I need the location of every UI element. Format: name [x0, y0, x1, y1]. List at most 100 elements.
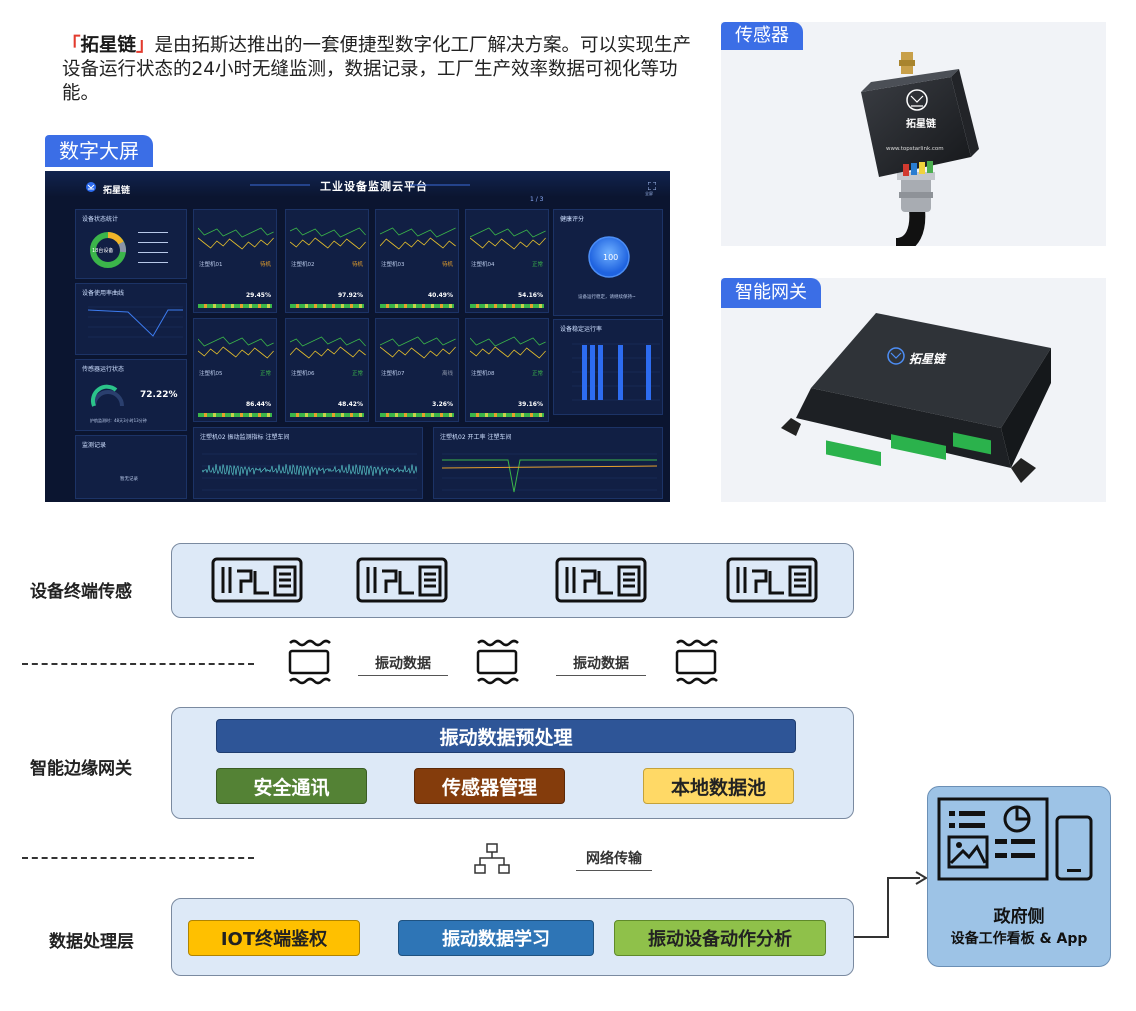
machine-status-stripe [290, 413, 364, 417]
page-indicator[interactable]: 1 / 3 [530, 196, 544, 203]
layer-device-terminal-label: 设备终端传感 [30, 582, 132, 602]
machine-rate: 40.49% [428, 292, 453, 299]
machine-card[interactable]: 注塑机07 离线 3.26% [375, 318, 459, 422]
machine-card[interactable]: 注塑机03 待机 40.49% [375, 209, 459, 313]
brand-name: 拓星链 [80, 35, 137, 56]
gov-subtitle: 设备工作看板 & App [950, 931, 1088, 947]
machine-status: 待机 [351, 262, 363, 268]
machine-trend-chart [380, 336, 456, 359]
panel-device-status: 设备状态统计 18台设备 [75, 209, 187, 279]
status-donut [90, 232, 127, 268]
stable-bar [646, 345, 651, 400]
machine-status: 正常 [531, 371, 543, 377]
panel-title: 监测记录 [82, 442, 107, 449]
machine-card[interactable]: 注塑机08 正常 39.16% [465, 318, 549, 422]
layer-edge-gateway-label: 智能边缘网关 [30, 759, 132, 779]
machine-status-stripe [470, 304, 544, 308]
tag-gateway: 智能网关 [721, 278, 821, 308]
vibration-sensor-icon [286, 637, 332, 691]
industrial-machine-icon [356, 557, 448, 607]
vibration-data-label-2: 振动数据 [556, 653, 646, 676]
machine-rate: 3.26% [432, 401, 453, 408]
dashboard-title: 工业设备监测云平台 [320, 180, 428, 193]
network-icon [474, 843, 510, 874]
machine-name: 注塑机03 [381, 262, 405, 268]
panel-title: 传感器运行状态 [82, 366, 125, 373]
panel-stable-rate: 设备稳定运行率 [553, 319, 663, 415]
dashed-separator [22, 857, 254, 859]
health-score: 100 [603, 253, 619, 262]
machine-name: 注塑机08 [471, 371, 495, 377]
machine-name: 注塑机07 [381, 371, 405, 377]
machine-trend-chart [380, 227, 456, 250]
machine-name: 注塑机01 [199, 262, 223, 268]
sensor-rate: 72.22% [140, 390, 178, 400]
intro-paragraph: 「拓星链」是由拓斯达推出的一套便捷型数字化工厂解决方案。可以实现生产设备运行状态… [62, 34, 702, 106]
tag-digital-screen: 数字大屏 [45, 135, 153, 167]
dashed-separator [22, 663, 254, 665]
machine-status: 待机 [441, 262, 453, 268]
machine-rate: 39.16% [518, 401, 543, 408]
machine-status: 待机 [259, 262, 271, 268]
stable-bar [582, 345, 587, 400]
panel-usage-curve: 设备使用率曲线 [75, 283, 187, 355]
machine-rate: 29.45% [246, 292, 271, 299]
usage-line-chart [88, 306, 183, 338]
stable-bar-chart [572, 343, 660, 401]
machine-card[interactable]: 注塑机01 待机 29.45% [193, 209, 277, 313]
tag-sensor: 传感器 [721, 22, 803, 50]
health-note: 设备运行稳定，请继续保持~ [578, 295, 636, 300]
machine-rate: 97.92% [338, 292, 363, 299]
machine-trend-chart [198, 336, 274, 359]
gov-title: 政府侧 [993, 907, 1045, 927]
sensor-management-block: 传感器管理 [414, 768, 565, 804]
machine-trend-chart [470, 336, 546, 359]
panel-title: 设备稳定运行率 [560, 326, 603, 333]
machine-trend-chart [470, 227, 546, 250]
vibration-data-label-1: 振动数据 [358, 653, 448, 676]
fullscreen-icon[interactable] [648, 182, 656, 190]
status-center-label: 18台设备 [92, 248, 114, 254]
industrial-machine-icon [726, 557, 818, 607]
panel-title: 设备状态统计 [82, 216, 119, 223]
machine-name: 注塑机05 [199, 371, 223, 377]
panel-title: 健康评分 [560, 216, 585, 223]
intro-text: 是由拓斯达推出的一套便捷型数字化工厂解决方案。可以实现生产设备运行状态的24小时… [62, 35, 692, 104]
status-legend [138, 232, 168, 263]
local-data-pool-block: 本地数据池 [643, 768, 794, 804]
brand-bracket-open: 「 [62, 35, 81, 56]
sensor-photo: 拓星链 www.topstarlink.com [721, 22, 1106, 246]
network-transfer-label: 网络传输 [576, 848, 652, 871]
cycle-chart [442, 453, 657, 493]
iot-auth-block: IOT终端鉴权 [188, 920, 360, 956]
vibration-sensor-icon [474, 637, 520, 691]
stable-bar [590, 345, 595, 400]
gateway-photo: 拓星链 [721, 278, 1106, 502]
machine-status-stripe [470, 413, 544, 417]
machine-status-stripe [198, 304, 272, 308]
gateway-device-image [781, 313, 1051, 483]
machine-status: 离线 [441, 371, 453, 377]
industrial-machine-icon [555, 557, 647, 607]
title-decoration [250, 184, 470, 186]
machine-status: 正常 [531, 262, 543, 268]
machine-status-stripe [198, 413, 272, 417]
panel-cycle-rate: 注塑机02 开工率 注塑车间 [433, 427, 663, 499]
health-score-circle [588, 236, 630, 278]
vibration-sensor-icon [673, 637, 719, 691]
sensor-device-image [861, 52, 979, 246]
preprocess-block: 振动数据预处理 [216, 719, 796, 753]
machine-trend-chart [198, 227, 274, 250]
industrial-machine-icon [211, 557, 303, 607]
fullscreen-label: 全屏 [645, 191, 653, 196]
machine-name: 注塑机04 [471, 262, 495, 268]
records-empty: 暂无记录 [120, 477, 138, 482]
dashboard-logo-icon [86, 182, 96, 192]
panel-vibration: 注塑机02 振动监测指标 注塑车间 [193, 427, 423, 499]
machine-status: 正常 [259, 371, 271, 377]
machine-status-stripe [380, 304, 454, 308]
